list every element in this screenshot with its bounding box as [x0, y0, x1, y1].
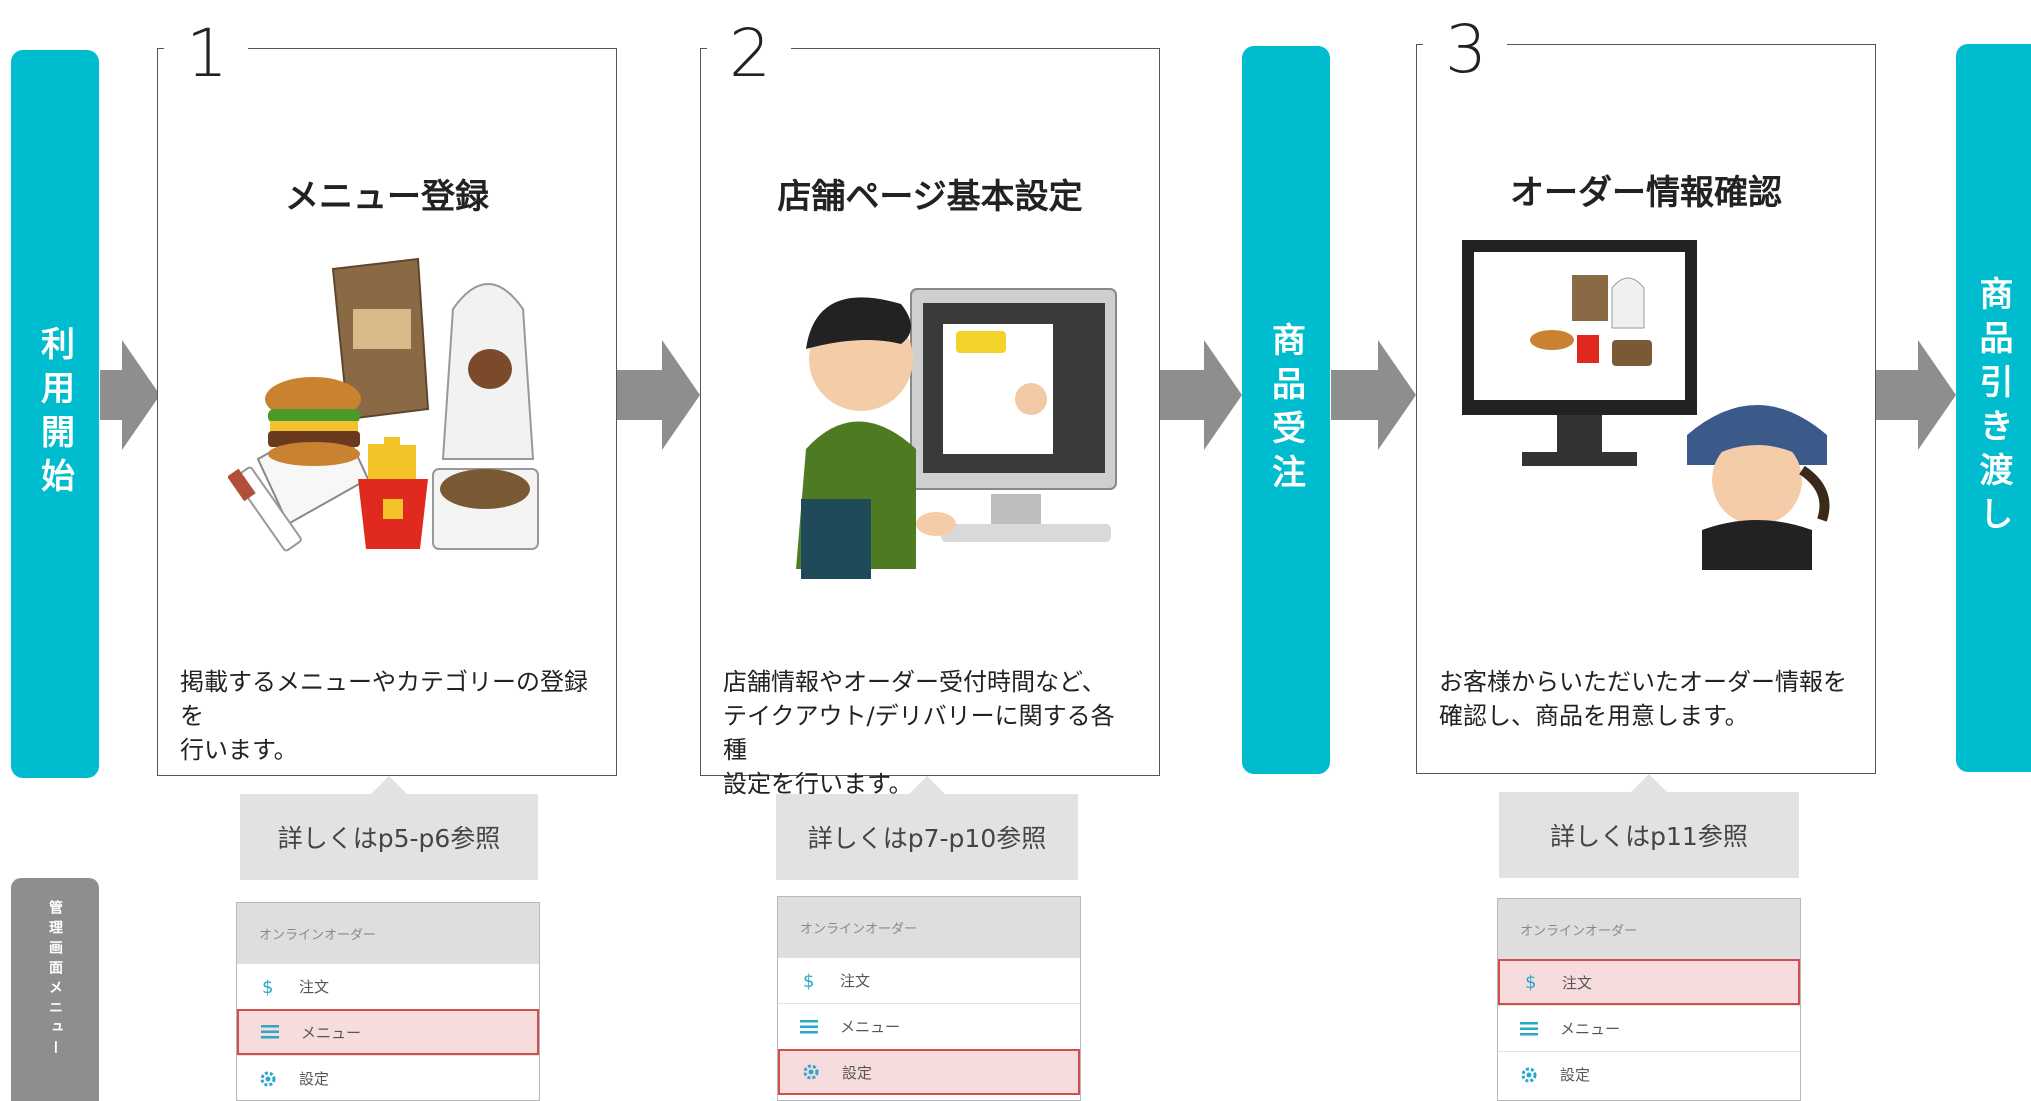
- menu-item-order[interactable]: $ 注文: [778, 957, 1080, 1003]
- menu-item-label: 設定: [299, 1070, 330, 1088]
- step-number: 3: [1423, 17, 1507, 83]
- step-description-line: 掲載するメニューやカテゴリーの登録を: [180, 668, 588, 730]
- flow-start-label: 利用開始: [34, 326, 75, 502]
- admin-menu-panel-2: オンラインオーダー $ 注文 メニュー 設定: [777, 896, 1081, 1101]
- menu-header: オンラインオーダー: [237, 903, 539, 963]
- arrow-right-icon: [1872, 340, 1956, 450]
- menu-item-order[interactable]: $ 注文: [237, 963, 539, 1009]
- takeout-food-illustration: [228, 257, 539, 552]
- admin-menu-panel-1: オンラインオーダー $ 注文 メニュー 設定: [236, 902, 540, 1101]
- dollar-icon: $: [259, 977, 299, 997]
- gear-icon: [1520, 1066, 1560, 1084]
- menu-item-settings[interactable]: 設定: [237, 1055, 539, 1100]
- menu-item-settings[interactable]: 設定: [778, 1049, 1080, 1095]
- admin-menu-side-label: 管理画面メニュー: [11, 878, 99, 1101]
- menu-item-label: メニュー: [301, 1023, 362, 1042]
- step-description-line: テイクアウト/デリバリーに関する各種: [723, 702, 1115, 764]
- dollar-icon: $: [800, 971, 840, 991]
- step-description-line: 確認し、商品を用意します。: [1439, 702, 1749, 730]
- monitor-and-staff-illustration: [1462, 240, 1830, 570]
- menu-item-menu[interactable]: メニュー: [778, 1003, 1080, 1049]
- menu-item-order[interactable]: $ 注文: [1498, 959, 1800, 1005]
- list-icon: [1520, 1021, 1560, 1036]
- menu-header: オンラインオーダー: [1498, 899, 1800, 959]
- reference-text: 詳しくはp5-p6参照: [277, 824, 501, 853]
- menu-item-label: 設定: [1560, 1066, 1591, 1084]
- arrow-right-icon: [615, 340, 700, 450]
- flow-order-pill: 商品受注: [1242, 46, 1330, 774]
- reference-text: 詳しくはp11参照: [1550, 822, 1748, 851]
- menu-item-label: メニュー: [840, 1018, 901, 1036]
- step-description: 掲載するメニューやカテゴリーの登録を 行います。: [180, 665, 594, 767]
- svg-text:$: $: [262, 977, 273, 997]
- list-icon: [261, 1025, 301, 1039]
- reference-box-1: 詳しくはp5-p6参照: [240, 776, 538, 880]
- admin-menu-side-text: 管理画面メニュー: [47, 900, 63, 1060]
- reference-box-2: 詳しくはp7-p10参照: [776, 776, 1078, 880]
- step-card-2: 2 店舗ページ基本設定 店舗情報やオーダー受付時間など、 テイクアウト/デリバリ…: [700, 21, 1160, 798]
- step-description-line: 行います。: [180, 736, 298, 764]
- step-title: オーダー情報確認: [1510, 173, 1782, 213]
- step-description: 店舗情報やオーダー受付時間など、 テイクアウト/デリバリーに関する各種 設定を行…: [723, 665, 1137, 801]
- gear-icon: [802, 1063, 842, 1081]
- step-title: メニュー登録: [285, 177, 489, 217]
- flow-handover-pill: 商品引き渡し: [1956, 44, 2031, 772]
- flow-start-pill: 利用開始: [11, 50, 99, 778]
- step-title: 店舗ページ基本設定: [777, 177, 1083, 217]
- step-description-line: お客様からいただいたオーダー情報を: [1439, 668, 1847, 696]
- step-description: お客様からいただいたオーダー情報を 確認し、商品を用意します。: [1439, 665, 1853, 733]
- menu-item-label: 注文: [840, 972, 871, 990]
- menu-item-label: 注文: [1562, 973, 1593, 992]
- step-number: 2: [707, 21, 791, 87]
- reference-box-3: 詳しくはp11参照: [1499, 774, 1799, 878]
- step-card-3: 3 オーダー情報確認 お客様からいただいたオーダー情報を 確認し、商品を用意しま…: [1416, 17, 1876, 774]
- menu-item-settings[interactable]: 設定: [1498, 1051, 1800, 1097]
- menu-item-menu[interactable]: メニュー: [237, 1009, 539, 1055]
- svg-text:$: $: [803, 971, 814, 991]
- arrow-right-icon: [1331, 340, 1416, 450]
- gear-icon: [259, 1070, 299, 1088]
- dollar-icon: $: [1522, 972, 1562, 992]
- reference-text: 詳しくはp7-p10参照: [807, 824, 1047, 853]
- arrow-right-icon: [100, 340, 160, 450]
- step-description-line: 店舗情報やオーダー受付時間など、: [723, 668, 1106, 696]
- step-card-1: 1 メニュー登録 掲載するメニューやカテゴリーの登録を 行います。: [157, 21, 617, 776]
- flow-handover-label: 商品引き渡し: [1973, 276, 2013, 540]
- list-icon: [800, 1019, 840, 1034]
- step-description-line: 設定を行います。: [723, 770, 913, 798]
- menu-item-label: 設定: [842, 1063, 873, 1082]
- person-at-computer-illustration: [796, 288, 1117, 579]
- menu-item-label: メニュー: [1560, 1020, 1621, 1038]
- arrow-right-icon: [1157, 340, 1242, 450]
- menu-header: オンラインオーダー: [778, 897, 1080, 957]
- step-number: 1: [164, 21, 248, 87]
- flow-order-label: 商品受注: [1265, 322, 1306, 498]
- menu-item-label: 注文: [299, 978, 330, 996]
- admin-menu-panel-3: オンラインオーダー $ 注文 メニュー 設定: [1497, 898, 1801, 1101]
- svg-text:$: $: [1525, 972, 1536, 992]
- menu-item-menu[interactable]: メニュー: [1498, 1005, 1800, 1051]
